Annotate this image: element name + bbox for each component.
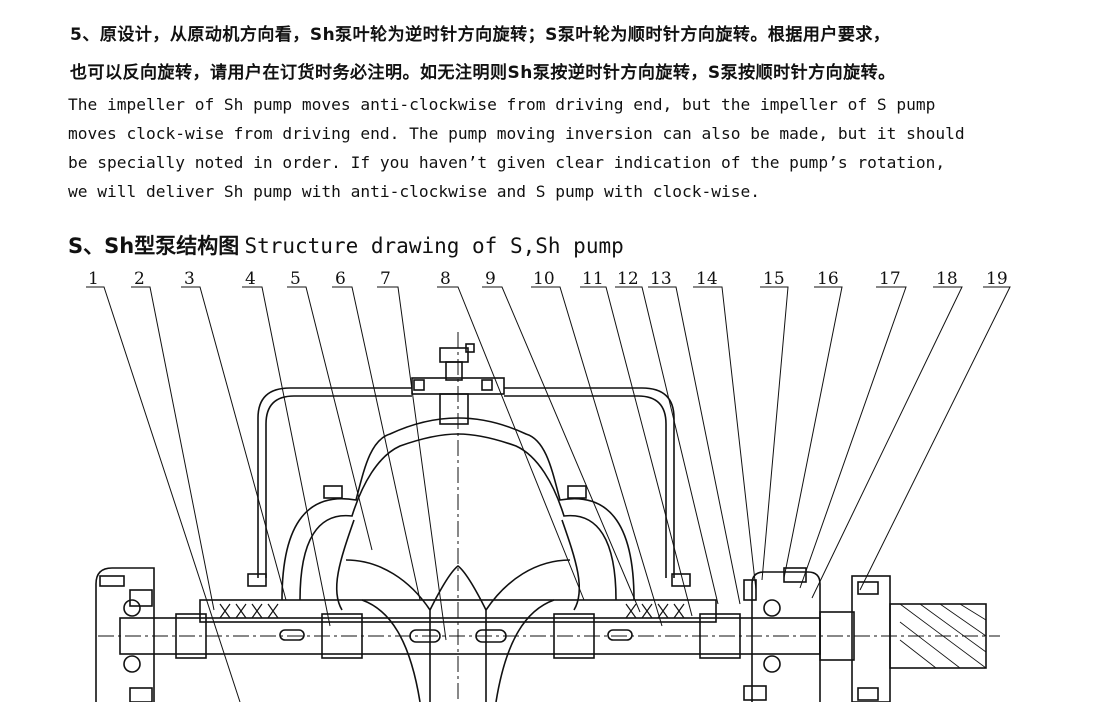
note-en-line-2: moves clock-wise from driving end. The p… [68,124,965,143]
part-label-11: 11 [582,269,604,289]
balance-pipe-left [257,387,412,578]
part-label-18: 18 [936,269,958,289]
part-label-6: 6 [335,269,346,289]
part-label-2: 2 [134,269,145,289]
part-label-8: 8 [440,269,451,289]
impeller [345,559,571,702]
figure-title: S、Sh型泵结构图 Structure drawing of S,Sh pump [68,230,624,260]
casing-flange [199,599,717,623]
right-bearing-housing [743,567,821,702]
volute-casing [281,417,635,601]
part-label-13: 13 [650,269,672,289]
coupling [819,575,987,702]
part-label-7: 7 [380,269,391,289]
part-label-15: 15 [763,269,785,289]
note-en-line-3: be specially noted in order. If you have… [68,153,946,172]
part-label-9: 9 [485,269,496,289]
note-en-line-4: we will deliver Sh pump with anti-clockw… [68,182,760,201]
figure-title-cn: S、Sh型泵结构图 [68,234,240,258]
note-en-line-1: The impeller of Sh pump moves anti-clock… [68,95,936,114]
leader-1 [86,286,241,702]
part-label-4: 4 [245,269,256,289]
part-label-19: 19 [986,269,1008,289]
part-label-5: 5 [290,269,301,289]
balance-pipe-right [504,387,675,578]
note-cn-line-2: 也可以反向旋转，请用户在订货时务必注明。如无注明则Sh泵按逆时针方向旋转，S泵按… [70,63,896,83]
air-vent-valve [411,343,505,425]
part-label-3: 3 [184,269,195,289]
note-cn-line-1: 5、原设计，从原动机方向看，Sh泵叶轮为逆时针方向旋转；S泵叶轮为顺时针方向旋转… [70,25,891,45]
part-label-10: 10 [533,269,555,289]
part-label-17: 17 [879,269,901,289]
left-bearing-housing [95,567,155,702]
part-label-1: 1 [88,269,99,289]
part-label-14: 14 [696,269,718,289]
part-label-16: 16 [817,269,839,289]
figure-title-en: Structure drawing of S,Sh pump [244,234,624,258]
part-label-12: 12 [617,269,639,289]
